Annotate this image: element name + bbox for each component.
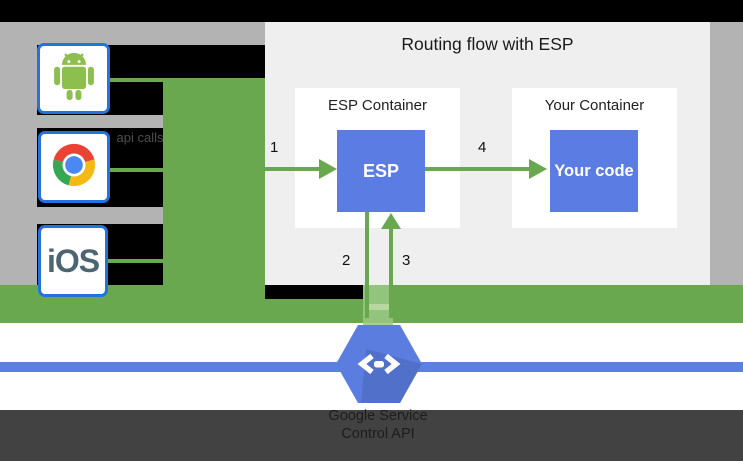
api-calls-label: api calls — [116, 130, 164, 145]
routing-panel: Routing flow with ESP ESP Container Your… — [265, 22, 710, 285]
arrow-4-head-icon — [529, 159, 547, 179]
arrow-4-line — [425, 167, 530, 171]
your-container-label: Your Container — [544, 97, 645, 114]
ios-label: iOS — [46, 242, 100, 279]
black-notch — [265, 285, 363, 299]
android-client-box — [37, 43, 110, 114]
bottom-dark-overlay — [0, 410, 743, 461]
row-gap-strip-1 — [0, 115, 163, 128]
panel-title: Routing flow with ESP — [401, 34, 574, 54]
step-4-label: 4 — [478, 139, 487, 156]
step-1-label: 1 — [270, 139, 279, 156]
arrow-1-line — [265, 167, 320, 171]
chrome-icon — [51, 142, 97, 193]
ios-client-box: iOS — [38, 225, 108, 297]
right-gray-strip — [710, 22, 743, 285]
arrow-3-line — [389, 228, 393, 318]
chrome-connector-line — [110, 168, 163, 172]
your-code-box: Your code — [550, 130, 638, 212]
android-connector-line — [110, 78, 163, 82]
esp-box: ESP — [337, 130, 425, 212]
left-gray-strip — [0, 22, 37, 285]
top-black-bar — [0, 0, 743, 22]
chrome-client-box — [38, 131, 110, 203]
arrow-2-line — [365, 212, 369, 318]
row-gap-strip-2 — [0, 207, 163, 224]
crossing-highlight — [365, 304, 391, 310]
step-2-label: 2 — [342, 252, 351, 269]
green-vertical-band — [163, 78, 265, 285]
step-3-label: 3 — [402, 252, 411, 269]
ios-connector-line — [108, 259, 163, 263]
android-icon — [52, 51, 96, 106]
arrow-3-head-icon — [381, 213, 401, 229]
endpoints-logo-icon — [336, 325, 422, 403]
top-gray-band — [0, 22, 265, 45]
esp-container-label: ESP Container — [328, 97, 427, 114]
arrow-1-head-icon — [319, 159, 337, 179]
